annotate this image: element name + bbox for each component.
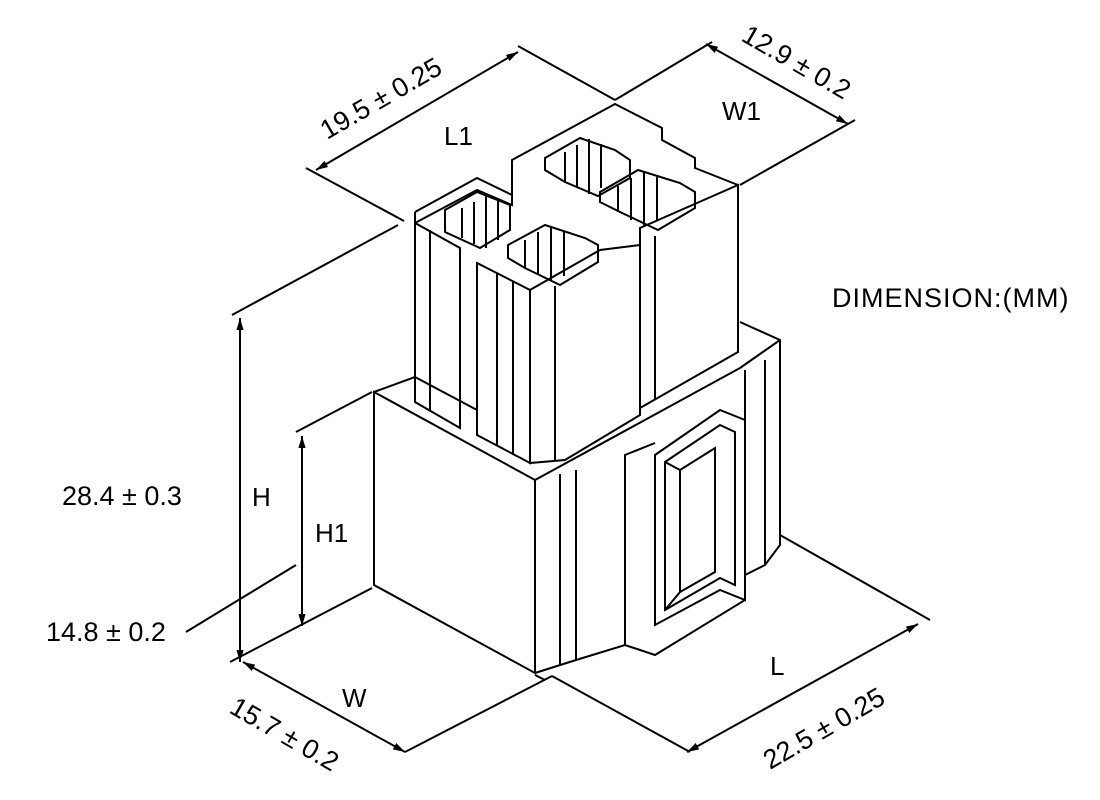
- cavity-front: [507, 223, 599, 287]
- dimension-L1: L1 19.5 ± 0.25: [305, 45, 616, 222]
- dimension-L-value: 22.5 ± 0.25: [758, 682, 890, 775]
- right-column: [639, 183, 739, 410]
- block-top-face: [414, 102, 739, 224]
- base-front-face: [373, 390, 536, 675]
- dimension-L1-label: L1: [444, 121, 473, 151]
- dimension-L-label: L: [770, 651, 784, 681]
- dimension-W1: W1 12.9 ± 0.2: [614, 19, 856, 186]
- dimension-W1-label: W1: [722, 96, 761, 126]
- base-top-right-edge: [534, 367, 741, 481]
- units-note: DIMENSION:(MM): [832, 283, 1069, 313]
- dimension-W1-value: 12.9 ± 0.2: [737, 19, 856, 105]
- base-housing: [373, 321, 781, 675]
- dimension-H1: H1 14.8 ± 0.2: [46, 391, 373, 647]
- dimension-W-label: W: [342, 683, 367, 713]
- base-right-face: [534, 321, 781, 674]
- dimension-H-label: H: [252, 482, 271, 512]
- cavity-left: [444, 190, 511, 250]
- cavity-right: [599, 168, 696, 232]
- dimension-H-value: 28.4 ± 0.3: [62, 481, 182, 511]
- front-column: [476, 261, 531, 465]
- base-top-left-edge: [373, 376, 416, 393]
- dimension-H1-label: H1: [315, 518, 348, 548]
- dimension-L: L 22.5 ± 0.25: [551, 534, 931, 775]
- latch-window: [654, 408, 746, 627]
- dimension-W: W 15.7 ± 0.2: [225, 661, 553, 777]
- dimension-H: H 28.4 ± 0.3: [62, 224, 399, 663]
- dimension-H1-value: 14.8 ± 0.2: [46, 617, 166, 647]
- terminal-block: [414, 102, 739, 465]
- terminal-cavities: [444, 136, 696, 287]
- dimension-W-value: 15.7 ± 0.2: [225, 691, 344, 777]
